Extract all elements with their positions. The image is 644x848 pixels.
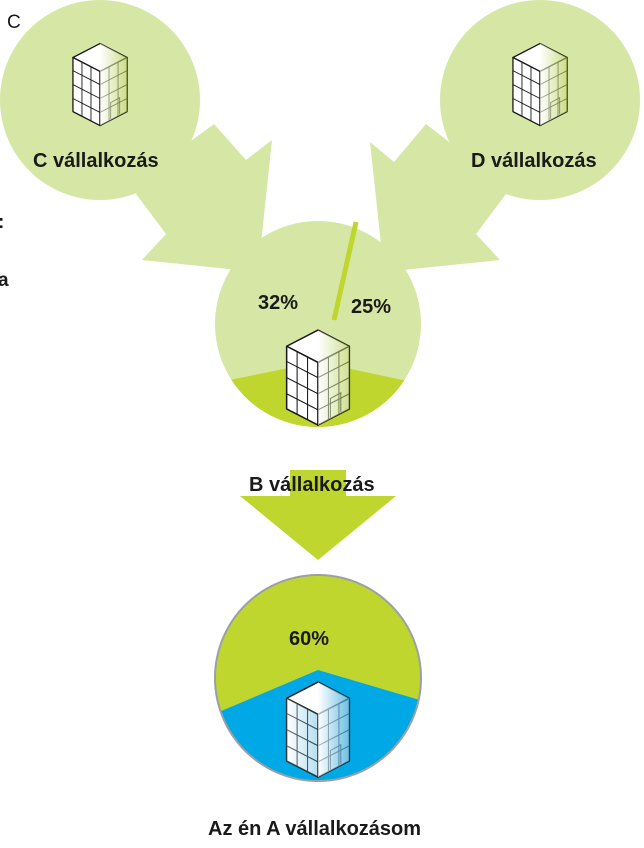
- edge-fragment-1: :: [0, 212, 4, 234]
- node-a-outline: [214, 574, 422, 782]
- node-a-label: Az én A vállalkozásom: [208, 818, 422, 840]
- node-c-label: C vállalkozás: [33, 150, 159, 172]
- node-a-building-icon: [285, 681, 351, 778]
- node-b-share-c: 32%: [258, 292, 299, 314]
- node-a-share-b: 60%: [289, 628, 330, 650]
- node-d-building-icon: [512, 42, 568, 127]
- node-b-slice-divider: [331, 221, 359, 321]
- node-c-building-icon: [72, 42, 128, 127]
- node-b-building-icon: [285, 329, 351, 426]
- node-b-label: B vállalkozás: [249, 474, 375, 496]
- corner-letter: C: [7, 12, 21, 33]
- node-d-label: D vállalkozás: [471, 150, 597, 172]
- edge-fragment-2: a: [0, 270, 9, 291]
- arrow-b-to-a: [240, 470, 396, 560]
- node-b-share-d: 25%: [351, 296, 392, 318]
